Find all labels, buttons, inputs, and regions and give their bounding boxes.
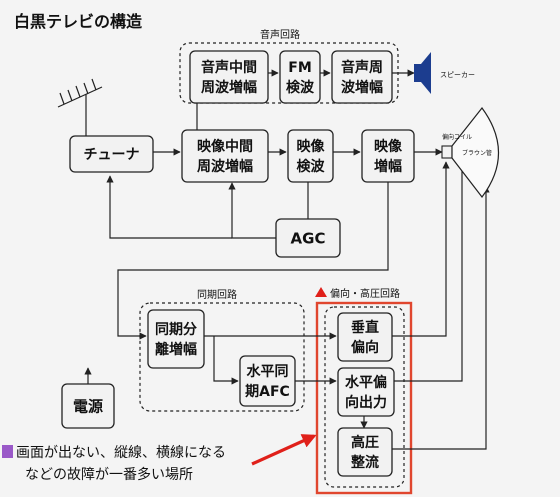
audio-amp-label-1: 音声周 xyxy=(341,59,383,76)
audio-if-label-2: 周波増幅 xyxy=(201,79,257,96)
warning-triangle-icon xyxy=(315,287,327,297)
h-afc-label-2: 期AFC xyxy=(245,384,290,400)
fm-detect-block: FM 検波 xyxy=(279,50,321,104)
agc-label-1: AGC xyxy=(291,229,326,247)
diagram-title: 白黒テレビの構造 xyxy=(14,12,143,31)
deflection-coil-label: 偏向コイル xyxy=(442,133,472,141)
deflect-circuit-group xyxy=(324,306,405,488)
video-amp-label-1: 映像 xyxy=(374,138,403,155)
sync-circuit-group xyxy=(139,302,305,412)
v-deflect-label-2: 偏向 xyxy=(351,339,379,356)
video-if-label-2: 周波増幅 xyxy=(197,158,253,175)
sync-sep-label-2: 離増幅 xyxy=(155,341,197,358)
deflect-circuit-label: 偏向・高圧回路 xyxy=(330,287,400,300)
video-amp-label-2: 増幅 xyxy=(374,158,402,175)
fm-detect-label-2: 検波 xyxy=(286,79,315,96)
video-detect-label-1: 映像 xyxy=(297,138,326,155)
caption-marker xyxy=(2,445,13,458)
audio-amp-label-2: 波増幅 xyxy=(341,79,383,96)
tuner-label-1: チューナ xyxy=(84,147,140,163)
sync-circuit-label: 同期回路 xyxy=(197,288,237,301)
audio-circuit-label: 音声回路 xyxy=(260,28,300,41)
video-if-label-1: 映像中間 xyxy=(197,138,253,155)
h-afc-label-1: 水平同 xyxy=(247,363,289,380)
speaker-icon xyxy=(414,52,431,94)
h-out-label-2: 向出力 xyxy=(345,394,387,411)
highlight-pointer-arrow xyxy=(251,434,317,466)
agc-block: AGC xyxy=(275,218,341,258)
hv-rect-label-2: 整流 xyxy=(350,454,379,471)
tuner-block: チューナ xyxy=(69,135,154,173)
sync-sep-label-1: 同期分 xyxy=(155,322,197,338)
fm-detect-label-1: FM xyxy=(288,60,312,76)
deflect-highlight-box xyxy=(315,301,413,495)
audio-if-label-1: 音声中間 xyxy=(201,59,257,76)
antenna-icon xyxy=(57,78,103,136)
caption-line-1: 画面が出ない、縦線、横線になる xyxy=(16,445,226,461)
power-block: 電源 xyxy=(61,383,115,429)
crt-tube-icon xyxy=(441,107,499,198)
speaker-label: スピーカー xyxy=(440,71,475,79)
caption-line-2: などの故障が一番多い場所 xyxy=(25,466,193,483)
hv-rect-label-1: 高圧 xyxy=(351,434,379,451)
v-deflect-label-1: 垂直 xyxy=(351,319,379,336)
power-label-1: 電源 xyxy=(73,397,103,415)
crt-label: ブラウン管 xyxy=(462,149,492,157)
video-detect-label-2: 検波 xyxy=(297,158,326,175)
h-out-label-1: 水平偏 xyxy=(345,374,387,391)
